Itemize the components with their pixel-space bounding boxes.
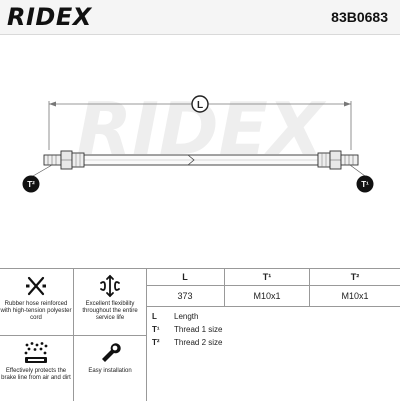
table-value-length: 373 (177, 291, 193, 301)
feature-flexibility-label: Excellent flexibility throughout the ent… (82, 301, 138, 321)
legend-label-length: Length (174, 312, 199, 321)
spec-table: L T¹ T² 373 M10x1 M10x1 L Length T¹ Thre… (146, 269, 400, 401)
technical-drawing: RIDEX L (22, 87, 374, 193)
feature-protection: Effectively protects the brake line from… (0, 336, 72, 402)
header-bar: RIDEX 83B0683 (0, 0, 400, 35)
table-header-length: L (182, 272, 188, 282)
legend-label-thread-1: Thread 1 size (174, 325, 223, 334)
length-marker-label: L (197, 100, 203, 111)
thread-2-marker-label: T² (27, 180, 35, 189)
table-value-line (146, 306, 400, 307)
left-fitting (43, 150, 85, 170)
feature-installation: Easy installation (74, 336, 146, 402)
rubber-hose-icon (26, 276, 46, 296)
brand-logo: RIDEX (7, 3, 92, 31)
table-header-line (146, 285, 400, 286)
length-marker (191, 95, 209, 113)
protection-icon (24, 342, 48, 363)
right-fitting (317, 150, 359, 170)
table-divider (146, 269, 147, 401)
thread-1-marker: T¹ (349, 164, 374, 193)
feature-rubber-hose: Rubber hose reinforced with high-tension… (0, 269, 72, 335)
length-dimension: L (48, 95, 352, 150)
table-header-thread-2: T² (350, 272, 360, 282)
table-value-thread-2: M10x1 (341, 291, 369, 301)
legend-key-thread-2: T² (152, 338, 160, 347)
table-col-divider-2 (309, 269, 310, 306)
feature-flexibility: Excellent flexibility throughout the ent… (74, 269, 146, 335)
table-header-thread-1: T¹ (262, 272, 272, 282)
thread-1-marker-label: T¹ (361, 180, 369, 189)
feature-rubber-hose-label: Rubber hose reinforced with high-tension… (0, 301, 72, 321)
info-panel: Rubber hose reinforced with high-tension… (0, 268, 400, 401)
table-col-divider-1 (224, 269, 225, 306)
flexibility-icon (100, 274, 120, 298)
feature-row-divider (0, 335, 146, 336)
part-number: 83B0683 (331, 9, 388, 25)
thread-2-marker: T² (22, 164, 53, 193)
feature-installation-label: Easy installation (88, 368, 132, 374)
table-value-thread-1: M10x1 (253, 291, 281, 301)
brake-hose (43, 150, 359, 170)
legend-label-thread-2: Thread 2 size (174, 338, 223, 347)
legend-key-thread-1: T¹ (152, 325, 160, 334)
legend-key-length: L (152, 312, 157, 321)
wrench-icon (102, 343, 121, 362)
feature-protection-label: Effectively protects the brake line from… (1, 368, 71, 381)
